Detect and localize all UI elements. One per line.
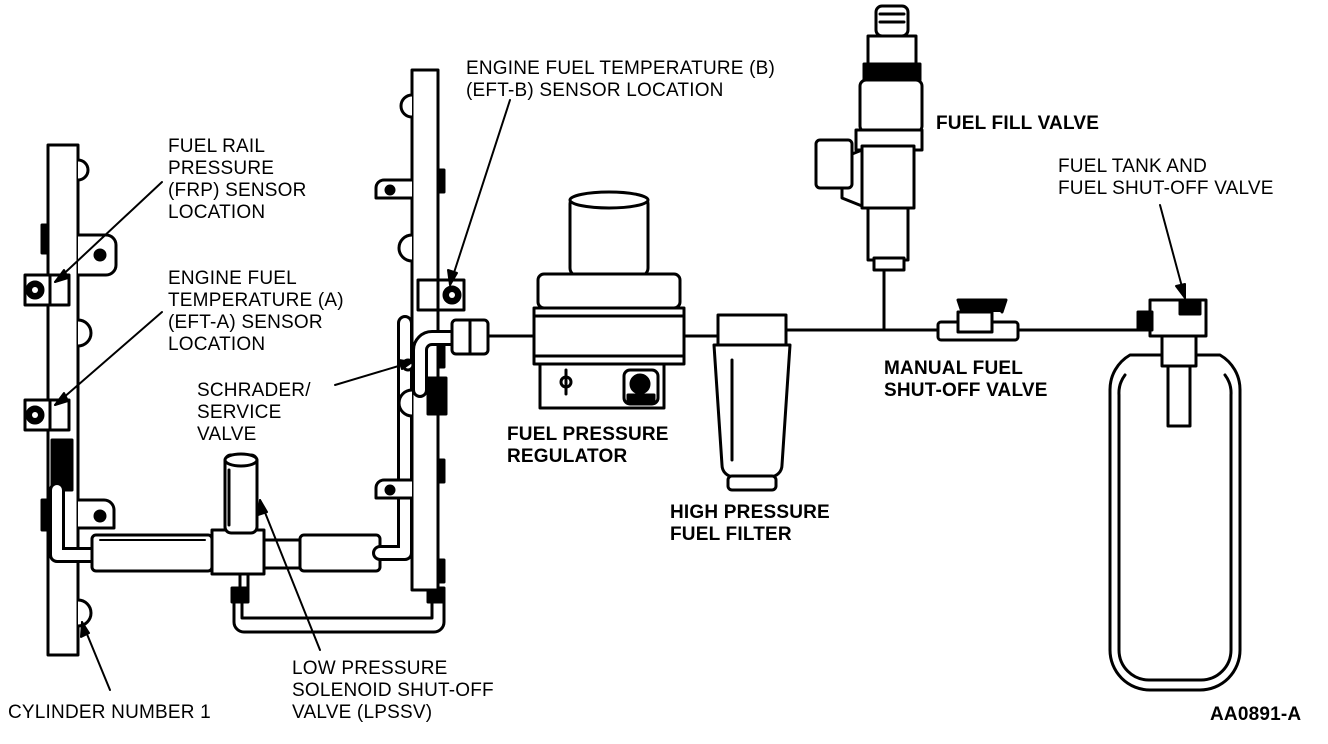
fuel-tank — [1108, 298, 1242, 692]
fuel-fill-valve — [814, 4, 924, 272]
manual-shutoff-valve — [936, 298, 1020, 342]
high-pressure-fuel-filter — [712, 313, 792, 492]
eft-a-sensor — [23, 398, 71, 432]
figure-id-label: AA0891-A — [1210, 704, 1302, 725]
eft-b-sensor — [416, 278, 466, 312]
fuel-pressure-regulator — [532, 190, 686, 410]
fuel-fill-valve-label: FUEL FILL VALVE — [936, 113, 1100, 134]
main-fuel-line — [486, 268, 1152, 338]
cylinder-number-label: CYLINDER NUMBER 1 — [8, 702, 211, 723]
eft-b-sensor-label: ENGINE FUEL TEMPERATURE (B)(EFT-B) SENSO… — [466, 58, 776, 101]
leader-lines — [54, 99, 1186, 691]
left-fuel-rail — [40, 143, 118, 657]
left-rail-supply-pipe — [49, 438, 214, 573]
